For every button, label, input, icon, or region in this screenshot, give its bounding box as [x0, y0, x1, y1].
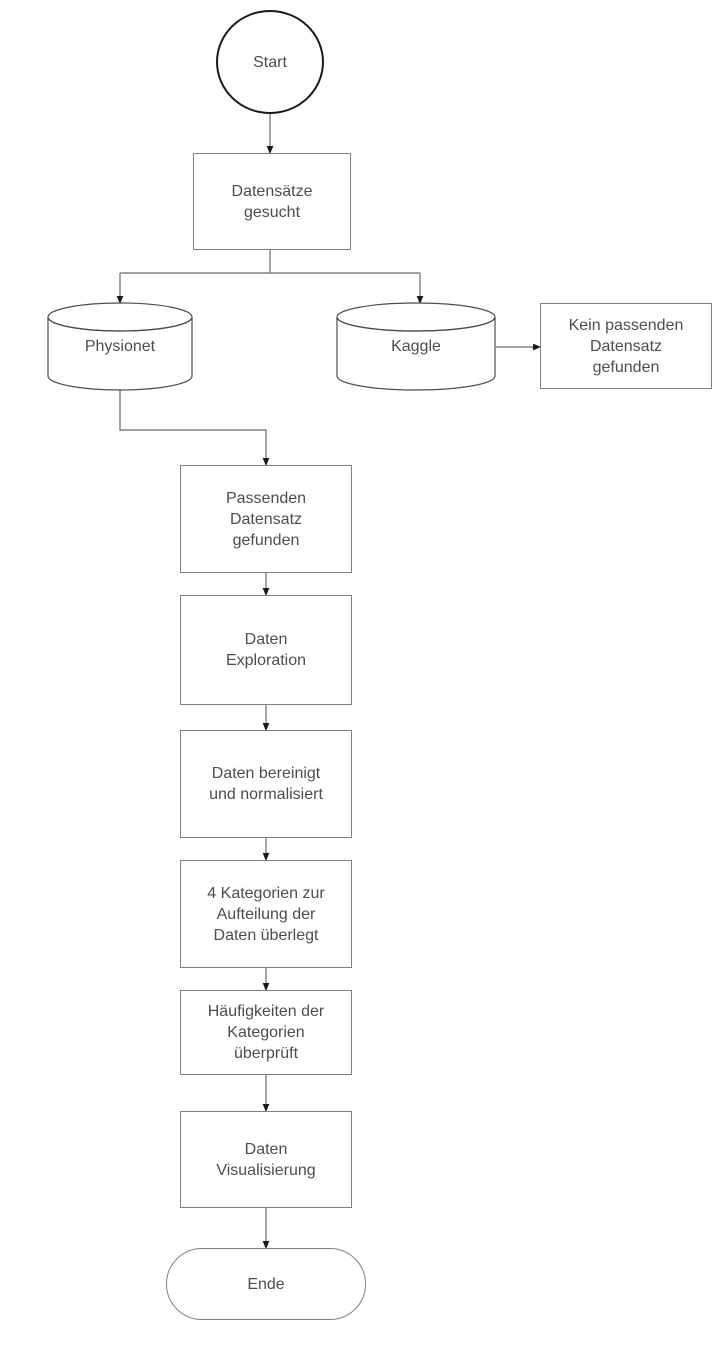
node-physionet-database[interactable]: Physionet: [47, 302, 193, 391]
node-daten-visualisierung[interactable]: Daten Visualisierung: [180, 1111, 352, 1208]
database-cylinder-icon: [47, 302, 193, 391]
node-daten-exploration[interactable]: Daten Exploration: [180, 595, 352, 705]
node-datensaetze-gesucht[interactable]: Datensätze gesucht: [193, 153, 351, 250]
node-end-label: Ende: [247, 1275, 285, 1293]
node-kaggle-label: Kaggle: [391, 338, 441, 355]
node-daten-bereinigt[interactable]: Daten bereinigt und normalisiert: [180, 730, 352, 838]
node-passender-datensatz-gefunden[interactable]: Passenden Datensatz gefunden: [180, 465, 352, 573]
node-kaggle-database[interactable]: Kaggle: [336, 302, 496, 391]
node-kein-passender-datensatz-label: Kein passenden Datensatz gefunden: [568, 316, 684, 376]
node-daten-visualisierung-label: Daten Visualisierung: [216, 1140, 316, 1179]
edge-physionet-to-found: [119, 390, 270, 467]
node-vier-kategorien-label: 4 Kategorien zur Aufteilung der Daten üb…: [207, 884, 325, 944]
node-physionet-label: Physionet: [84, 338, 156, 355]
database-cylinder-icon: [336, 302, 496, 391]
node-kein-passender-datensatz[interactable]: Kein passenden Datensatz gefunden: [540, 303, 712, 389]
node-start-label: Start: [253, 53, 287, 71]
node-daten-bereinigt-label: Daten bereinigt und normalisiert: [209, 765, 323, 803]
node-daten-exploration-label: Daten Exploration: [225, 631, 307, 669]
node-haeufigkeiten-kategorien[interactable]: Häufigkeiten der Kategorien überprüft: [180, 990, 352, 1075]
node-datensaetze-gesucht-label: Datensätze gesucht: [231, 182, 313, 221]
node-vier-kategorien[interactable]: 4 Kategorien zur Aufteilung der Daten üb…: [180, 860, 352, 968]
node-end[interactable]: Ende: [166, 1248, 366, 1320]
node-haeufigkeiten-kategorien-label: Häufigkeiten der Kategorien überprüft: [207, 1003, 325, 1062]
node-start[interactable]: Start: [216, 10, 324, 114]
node-passender-datensatz-gefunden-label: Passenden Datensatz gefunden: [225, 489, 307, 549]
